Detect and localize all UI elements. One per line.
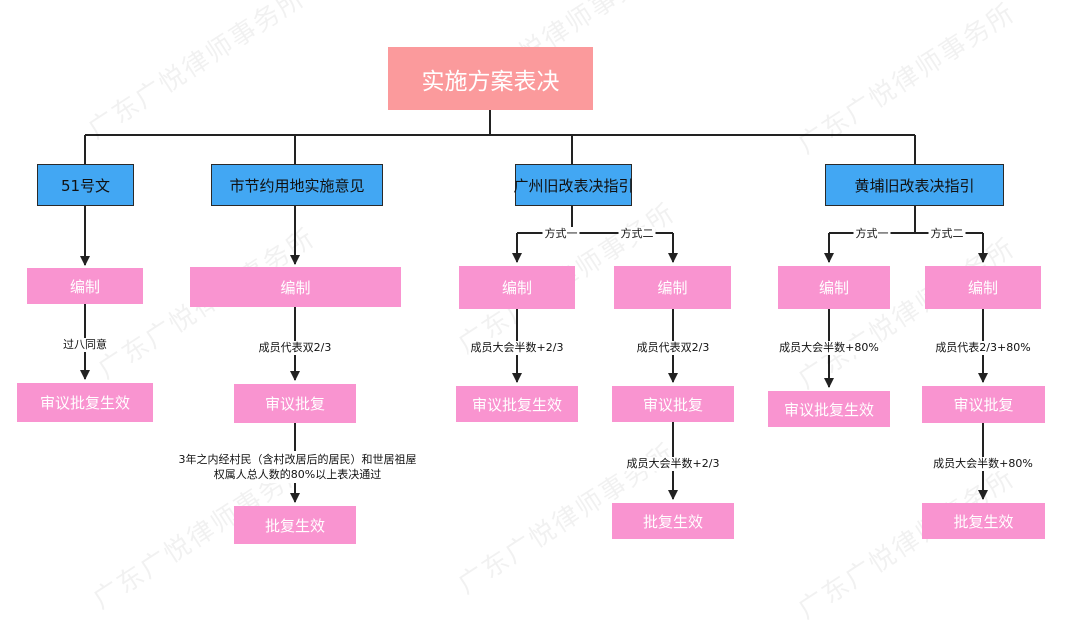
- condition-label: 3年之内经村民（含村改居后的居民）和世居祖屋权属人总人数的80%以上表决通过: [172, 451, 423, 483]
- review-approve-effective-node: 审议批复生效: [768, 391, 890, 427]
- review-approve-effective-node: 审议批复生效: [17, 383, 153, 422]
- approve-effective-node: 批复生效: [612, 503, 734, 539]
- condition-label: 成员代表2/3+80%: [933, 341, 1033, 355]
- review-approve-node: 审议批复: [234, 384, 356, 423]
- method-label: 方式二: [928, 227, 966, 241]
- doc-51-node: 51号文: [37, 164, 134, 206]
- compile-node: 编制: [778, 266, 890, 309]
- compile-node: 编制: [190, 267, 401, 307]
- method-label: 方式一: [853, 227, 891, 241]
- compile-node: 编制: [459, 266, 575, 309]
- compile-node: 编制: [27, 268, 143, 304]
- doc-guangzhou-node: 广州旧改表决指引: [514, 164, 634, 206]
- review-approve-effective-node: 审议批复生效: [456, 386, 578, 422]
- review-approve-node: 审议批复: [922, 386, 1045, 423]
- condition-label: 成员代表双2/3: [634, 341, 712, 355]
- method-label: 方式一: [542, 227, 580, 241]
- approve-effective-node: 批复生效: [234, 506, 356, 544]
- method-label: 方式二: [618, 227, 656, 241]
- compile-node: 编制: [925, 266, 1041, 309]
- doc-huangpu-node: 黄埔旧改表决指引: [825, 164, 1004, 206]
- review-approve-node: 审议批复: [612, 386, 734, 422]
- condition-label: 成员大会半数+80%: [777, 341, 881, 355]
- diagram-title: 实施方案表决: [388, 47, 593, 110]
- condition-label: 成员代表双2/3: [256, 341, 334, 355]
- condition-label: 成员大会半数+80%: [931, 457, 1035, 471]
- compile-node: 编制: [614, 266, 731, 309]
- condition-label: 过八同意: [61, 338, 109, 352]
- condition-label: 成员大会半数+2/3: [624, 457, 722, 471]
- doc-city-node: 市节约用地实施意见: [211, 164, 383, 206]
- approve-effective-node: 批复生效: [922, 503, 1045, 539]
- condition-label: 成员大会半数+2/3: [468, 341, 566, 355]
